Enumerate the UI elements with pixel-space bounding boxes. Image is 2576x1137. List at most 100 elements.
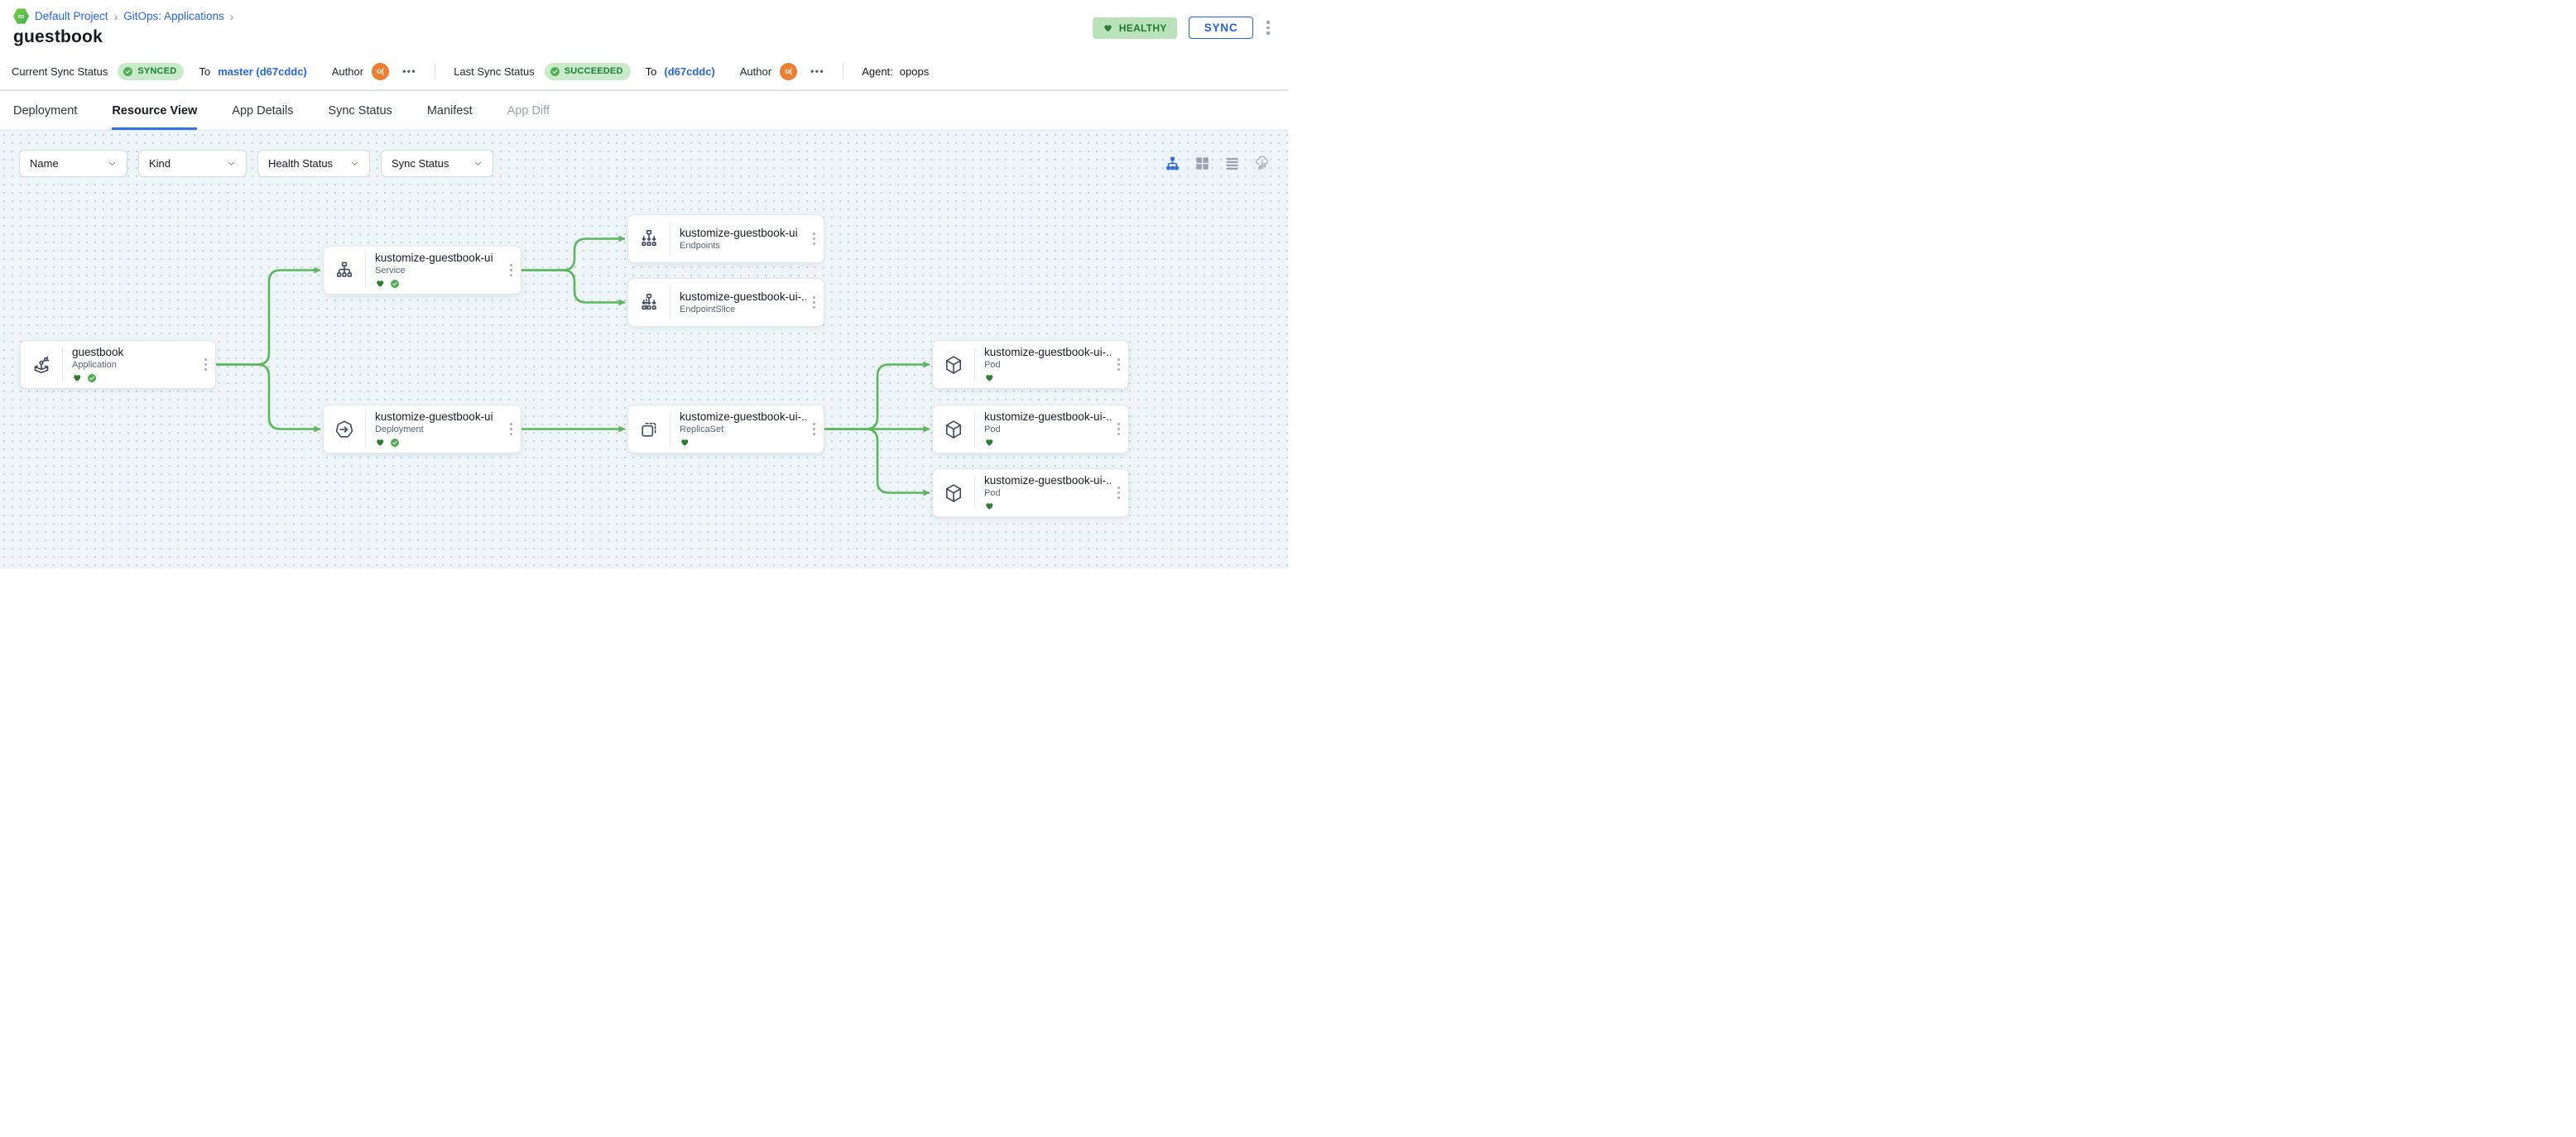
node-kind: Service [375,266,406,276]
divider [974,476,975,510]
node-body: kustomize-guestbook-ui-...Pod [975,346,1114,383]
current-author-label: Author [331,65,364,78]
tree-view-icon[interactable] [1165,156,1180,171]
node-kind: Application [72,360,117,371]
healthy-heart-icon [984,437,995,448]
node-more-menu-icon[interactable] [507,261,521,281]
pod-icon [933,354,974,376]
current-revision-link[interactable]: master (d67cddc) [218,65,307,78]
current-author-avatar[interactable]: o( [372,62,390,80]
node-more-menu-icon[interactable] [1114,483,1128,503]
service-icon [324,260,365,281]
healthy-heart-icon [72,372,83,383]
divider [974,348,975,381]
tab-app-details[interactable]: App Details [232,103,294,118]
healthy-heart-icon [375,437,386,448]
healthy-heart-icon [680,437,690,448]
resource-node-pod-3[interactable]: kustomize-guestbook-ui-...Pod [932,468,1129,517]
node-name: kustomize-guestbook-ui [375,252,493,265]
filter-name[interactable]: Name [19,150,127,177]
last-author-avatar[interactable]: o( [780,62,798,80]
resource-filters: Name Kind Health Status Sync Status [19,150,493,177]
node-status [375,278,503,289]
tab-manifest[interactable]: Manifest [426,103,473,118]
breadcrumb-applications-link[interactable]: GitOps: Applications [123,10,224,22]
node-kind: Pod [984,360,1001,371]
node-name: guestbook [72,346,124,359]
node-more-menu-icon[interactable] [507,420,521,439]
tab-sync-status[interactable]: Sync Status [328,103,392,118]
node-more-menu-icon[interactable] [810,229,824,249]
resource-node-endpointslice[interactable]: kustomize-guestbook-ui-... EndpointSlice [627,278,824,327]
current-sync-status-badge: SYNCED [118,62,185,80]
node-kind: ReplicaSet [680,425,724,435]
last-sync-status-label: Last Sync Status [454,65,535,78]
current-commit-more-icon[interactable]: ••• [402,65,417,77]
resource-node-replicaset[interactable]: kustomize-guestbook-ui-...ReplicaSet [627,405,824,453]
edge-service-to-endpoints [520,235,626,271]
node-more-menu-icon[interactable] [1114,420,1128,439]
node-name: kustomize-guestbook-ui [680,227,798,239]
node-more-menu-icon[interactable] [810,420,824,439]
node-kind: Pod [984,425,1001,435]
health-badge-label: HEALTHY [1118,22,1167,34]
node-body: kustomize-guestbook-ui-... EndpointSlice [670,290,810,314]
last-author-label: Author [739,65,772,78]
filter-label: Name [30,157,59,170]
healthy-heart-icon [984,501,995,511]
grid-view-icon[interactable] [1194,156,1210,171]
sync-status-bar: Current Sync Status SYNCED To master (d6… [0,53,1288,91]
breadcrumb-project-link[interactable]: Default Project [35,10,108,22]
node-more-menu-icon[interactable] [201,355,215,375]
node-kind: Deployment [375,425,424,435]
page-header: ∞ Default Project › GitOps: Applications… [0,0,1288,53]
tab-app-diff: App Diff [507,103,550,118]
resource-node-pod-1[interactable]: kustomize-guestbook-ui-...Pod [932,340,1129,389]
filter-sync-status[interactable]: Sync Status [381,150,493,177]
tab-resource-view[interactable]: Resource View [112,91,198,130]
breadcrumb-separator: › [229,9,234,23]
healthy-heart-icon [984,372,995,383]
node-name: kustomize-guestbook-ui-... [680,290,806,303]
last-revision-link[interactable]: (d67cddc) [664,65,715,78]
page-title: guestbook [13,27,103,46]
current-to-label: To [199,65,211,78]
view-toggles [1165,156,1270,171]
divider [365,412,366,446]
node-kind: EndpointSlice [680,305,736,314]
node-name: kustomize-guestbook-ui-... [680,410,806,424]
cloud-view-icon[interactable] [1254,156,1270,171]
node-name: kustomize-guestbook-ui [375,410,493,424]
list-view-icon[interactable] [1224,156,1240,171]
tab-deployment[interactable]: Deployment [13,103,78,118]
filter-health-status[interactable]: Health Status [257,150,370,177]
resource-node-pod-2[interactable]: kustomize-guestbook-ui-...Pod [932,405,1129,453]
divider [62,348,63,381]
edge-guestbook-to-service [214,266,321,366]
chevron-down-icon [228,161,235,166]
agent-label: Agent: [862,65,893,78]
agent-value: opops [899,65,930,78]
gitops-logo-icon: ∞ [13,8,29,24]
edge-service-to-endpointslice [520,269,626,306]
node-name: kustomize-guestbook-ui-... [984,410,1111,424]
synced-check-icon [390,438,400,448]
sync-button[interactable]: SYNC [1188,17,1254,39]
node-body: kustomize-guestbook-ui-...ReplicaSet [670,410,810,448]
last-sync-status-badge: SUCCEEDED [544,62,631,80]
synced-check-icon [390,279,400,289]
filter-kind[interactable]: Kind [138,150,247,177]
last-commit-more-icon[interactable]: ••• [810,65,825,77]
edge-replicaset-to-pod-3 [823,428,930,497]
node-more-menu-icon[interactable] [810,293,824,313]
app-tabs: Deployment Resource View App Details Sync S… [0,91,1288,131]
node-more-menu-icon[interactable] [1114,355,1128,375]
header-more-menu-icon[interactable] [1265,19,1271,36]
